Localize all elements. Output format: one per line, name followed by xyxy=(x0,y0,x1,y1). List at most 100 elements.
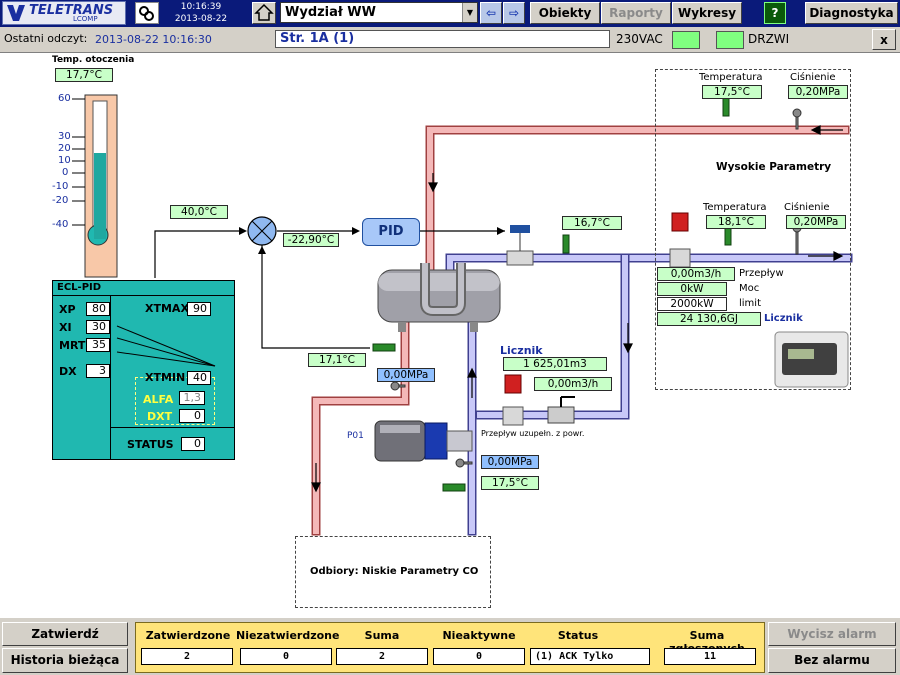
consumers-area xyxy=(295,536,491,608)
scale-tick: 30 xyxy=(58,131,71,142)
high-params-title: Wysokie Parametry xyxy=(716,161,832,173)
limit-value[interactable]: 2000kW xyxy=(657,297,727,311)
pressure-label-2: Ciśnienie xyxy=(784,202,830,213)
scale-tick: -20 xyxy=(52,195,69,206)
confirm-selected-button[interactable]: Zatwierdź wybrane xyxy=(2,622,128,663)
dx-value[interactable]: 3 xyxy=(86,364,110,378)
ecl-pid-panel: ECL-PID XP 80 XI 30 MRT 35 DX 3 XTMAX 90… xyxy=(52,280,235,460)
meter-flow-value: 0,00m3/h xyxy=(534,377,612,391)
scale-tick: -40 xyxy=(52,219,69,230)
mute-alarm-button[interactable]: Wycisz alarm xyxy=(768,622,896,646)
home-button[interactable] xyxy=(252,2,276,24)
high-params-area xyxy=(655,69,851,390)
meter-volume-value: 1 625,01m3 xyxy=(503,357,607,371)
help-button[interactable]: ? xyxy=(764,2,786,24)
station-field: Str. 1A (1) xyxy=(275,30,610,48)
clock-time: 10:16:39 xyxy=(180,2,222,12)
flow-label: Przepływ xyxy=(739,268,784,279)
energy-label: Licznik xyxy=(764,313,803,324)
alarm-value-status: (1) ACK Tylko xyxy=(530,648,650,665)
return-temp2-value: 17,5°C xyxy=(481,476,539,490)
power-label: Moc xyxy=(739,283,760,294)
mrt-value[interactable]: 35 xyxy=(86,338,110,352)
status-bar: Ostatni odczyt: 2013-08-22 10:16:30 Str.… xyxy=(0,27,900,53)
mixer-value: -22,90°C xyxy=(283,233,339,247)
alarm-header: Status xyxy=(557,629,599,642)
flow-value: 0,00m3/h xyxy=(657,267,735,281)
no-alarm-button[interactable]: Bez alarmu xyxy=(768,648,896,673)
xtmin-label: XTMIN xyxy=(145,371,186,384)
alfa-label: ALFA xyxy=(143,393,174,406)
link-icon[interactable] xyxy=(135,2,159,24)
alarm-value-reported: 11 xyxy=(664,648,756,665)
alfa-value[interactable]: 1,3 xyxy=(179,391,205,405)
makeup-flow-label: Przepływ uzupełn. z powr. xyxy=(481,429,585,438)
xp-label: XP xyxy=(59,303,76,316)
vac-indicator xyxy=(672,31,700,49)
clock: 10:16:39 2013-08-22 xyxy=(170,1,232,26)
pressure-value-1: 0,20MPa xyxy=(788,85,848,99)
vac-label: 230VAC xyxy=(616,32,663,46)
xp-value[interactable]: 80 xyxy=(86,302,110,316)
object-select-value: Wydział WW xyxy=(285,5,376,20)
scale-tick: 20 xyxy=(58,143,71,154)
alarm-value-confirmed: 2 xyxy=(141,648,233,665)
power-value: 0kW xyxy=(657,282,727,296)
alarm-header: Zatwierdzone xyxy=(145,629,231,642)
close-button[interactable]: x xyxy=(872,29,896,50)
status-label: STATUS xyxy=(127,438,174,451)
hx-pressure-value: 0,00MPa xyxy=(377,368,435,382)
ambient-temp-value: 17,7°C xyxy=(55,68,113,82)
ecl-title: ECL-PID xyxy=(57,282,102,293)
alarm-header: Niezatwierdzone xyxy=(236,629,340,642)
chevron-down-icon[interactable]: ▼ xyxy=(462,3,477,22)
logo-subtext: LCOMP xyxy=(73,15,98,23)
consumers-label: Odbiory: Niskie Parametry CO xyxy=(310,566,479,577)
scale-tick: -10 xyxy=(52,181,69,192)
return-temp-value: 17,1°C xyxy=(308,353,366,367)
alarm-header: Nieaktywne xyxy=(442,629,516,642)
energy-value: 24 130,6GJ xyxy=(657,312,761,326)
meter-title: Licznik xyxy=(500,344,543,357)
scale-tick: 10 xyxy=(58,155,71,166)
xtmax-value[interactable]: 90 xyxy=(187,302,211,316)
process-diagram: Temp. otoczenia 17,7°C 60 30 20 10 0 -10… xyxy=(0,53,900,618)
company-logo: TELETRANS LCOMP xyxy=(2,1,126,25)
xi-value[interactable]: 30 xyxy=(86,320,110,334)
limit-label: limit xyxy=(739,298,761,309)
xtmin-value[interactable]: 40 xyxy=(187,371,211,385)
arrow-right-icon: ⇨ xyxy=(508,6,520,20)
dxt-value[interactable]: 0 xyxy=(179,409,205,423)
logo-text: TELETRANS xyxy=(29,3,114,18)
temp-value-1: 17,5°C xyxy=(702,85,762,99)
pid-block[interactable]: PID xyxy=(362,218,420,246)
ecl-curve xyxy=(116,325,216,367)
scale-tick: 0 xyxy=(62,167,69,178)
xi-label: XI xyxy=(59,321,72,334)
next-button[interactable]: ⇨ xyxy=(503,2,525,24)
prev-button[interactable]: ⇦ xyxy=(480,2,502,24)
pump-label: P01 xyxy=(347,431,364,441)
diagnostics-button[interactable]: Diagnostyka xyxy=(805,2,898,24)
reports-button[interactable]: Raporty xyxy=(601,2,671,24)
thermometer-level xyxy=(94,153,106,239)
alarm-header: Suma xyxy=(364,629,400,642)
last-read-value: 2013-08-22 10:16:30 xyxy=(95,33,212,46)
home-icon xyxy=(254,3,274,21)
top-toolbar: TELETRANS LCOMP 10:16:39 2013-08-22 Wydz… xyxy=(0,0,900,27)
alarm-summary-panel: Zatwierdzone Niezatwierdzone Suma Nieakt… xyxy=(135,622,765,673)
last-read-label: Ostatni odczyt: xyxy=(4,32,88,45)
object-select[interactable]: Wydział WW ▼ xyxy=(280,2,478,23)
secondary-temp-value: 16,7°C xyxy=(562,216,622,230)
station-name: Str. 1A (1) xyxy=(280,31,355,46)
dx-label: DX xyxy=(59,365,77,378)
status-value: 0 xyxy=(181,437,205,451)
dxt-label: DXT xyxy=(147,410,173,423)
charts-button[interactable]: Wykresy xyxy=(672,2,742,24)
mrt-label: MRT xyxy=(59,339,86,352)
current-history-button[interactable]: Historia bieżąca xyxy=(2,648,128,673)
alarm-value-unconfirmed: 0 xyxy=(240,648,332,665)
objects-button[interactable]: Obiekty xyxy=(530,2,600,24)
temp-label-2: Temperatura xyxy=(703,202,767,213)
scale-tick: 60 xyxy=(58,93,71,104)
